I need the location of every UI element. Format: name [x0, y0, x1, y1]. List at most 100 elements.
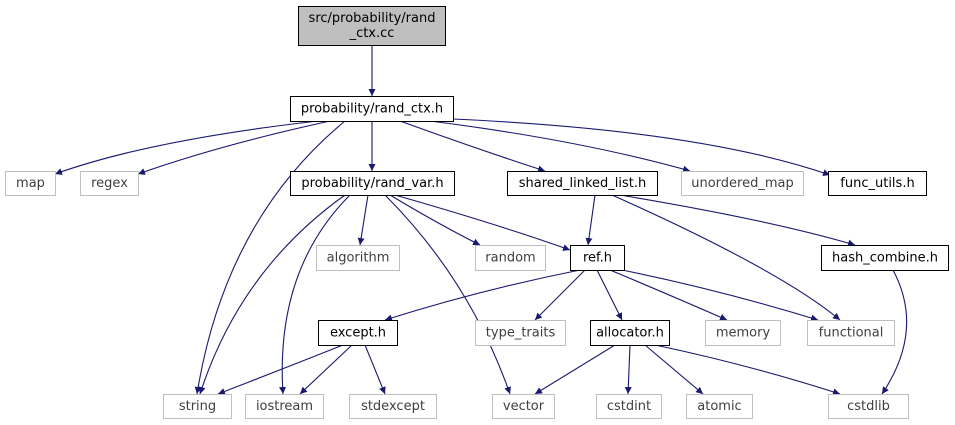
node-label: map — [16, 176, 45, 191]
node-box — [590, 320, 670, 346]
node-box — [492, 394, 555, 419]
node-functional: functional — [807, 320, 895, 346]
edge-hash_combine_h-to-cstdlib — [881, 269, 908, 395]
edge-rand_var_h-to-vector — [384, 194, 511, 395]
node-algorithm: algorithm — [316, 245, 400, 271]
node-label: atomic — [697, 399, 741, 414]
node-box — [475, 245, 546, 271]
node-box — [570, 245, 625, 271]
node-map: map — [5, 171, 56, 196]
node-label: memory — [716, 326, 771, 341]
node-box — [163, 394, 232, 419]
node-vector: vector — [492, 394, 555, 419]
node-cstdlib: cstdlib — [828, 394, 909, 419]
edge-shared_linked_list_h-to-functional — [611, 194, 841, 321]
node-label: shared_linked_list.h — [519, 176, 647, 191]
node-box — [596, 394, 662, 419]
node-label: unordered_map — [691, 176, 794, 191]
node-box — [298, 6, 446, 46]
node-ref-h[interactable]: ref.h — [570, 245, 625, 271]
node-except-h[interactable]: except.h — [318, 320, 398, 346]
node-box — [245, 394, 324, 419]
edge-rand_var_h-to-ref_h — [394, 194, 571, 251]
edge-rand_ctx_h-to-shared_linked_list_h — [399, 120, 546, 173]
node-label: iostream — [256, 399, 313, 414]
node-label: cstdlib — [847, 399, 890, 414]
node-iostream: iostream — [245, 394, 324, 419]
edge-shared_linked_list_h-to-hash_combine_h — [619, 194, 856, 247]
node-label: stdexcept — [361, 399, 425, 414]
edge-allocator_h-to-atomic — [644, 344, 704, 395]
node-memory: memory — [705, 320, 781, 346]
node-cstdint: cstdint — [596, 394, 662, 419]
node-box — [349, 394, 437, 419]
node-box — [316, 245, 400, 271]
node-box — [507, 171, 658, 196]
edge-shared_linked_list_h-to-ref_h — [585, 194, 596, 246]
node-box — [475, 320, 566, 346]
node-label: func_utils.h — [840, 176, 914, 191]
node-label: cstdint — [607, 399, 651, 414]
node-box — [290, 171, 455, 196]
node-label: algorithm — [327, 251, 390, 266]
node-func-utils-h[interactable]: func_utils.h — [828, 171, 927, 196]
edge-rand_ctx_h-to-func_utils_h — [451, 118, 831, 177]
node-stdexcept: stdexcept — [349, 394, 437, 419]
node-type-traits: type_traits — [475, 320, 566, 346]
node-box — [821, 245, 949, 271]
node-label: allocator.h — [596, 326, 664, 341]
node-rand-ctx-h[interactable]: probability/rand_ctx.h — [290, 96, 454, 122]
edge-ref_h-to-except_h — [384, 269, 581, 322]
edge-rand_var_h-to-iostream — [279, 194, 351, 395]
node-label: random — [485, 251, 535, 266]
edge-ref_h-to-allocator_h — [596, 269, 623, 321]
node-label: hash_combine.h — [832, 251, 938, 266]
edge-rand_ctx_h-to-regex — [137, 120, 331, 175]
edges-layer — [54, 45, 908, 396]
edge-ref_h-to-type_traits — [534, 269, 586, 321]
node-label: string — [179, 399, 216, 414]
node-random: random — [475, 245, 546, 271]
node-label: type_traits — [486, 326, 556, 341]
node-root[interactable]: src/probability/rand_ctx.cc — [298, 6, 446, 46]
node-label: except.h — [330, 326, 386, 341]
node-string: string — [163, 394, 232, 419]
node-allocator-h[interactable]: allocator.h — [590, 320, 670, 346]
node-rand-var-h[interactable]: probability/rand_var.h — [290, 171, 455, 196]
node-box — [318, 320, 398, 346]
edge-rand_var_h-to-string — [198, 194, 346, 395]
edge-allocator_h-to-cstdint — [624, 344, 632, 395]
node-unordered-map: unordered_map — [681, 171, 804, 196]
edge-rand_var_h-to-random — [389, 194, 481, 246]
node-atomic: atomic — [686, 394, 753, 419]
node-regex: regex — [80, 171, 139, 196]
edge-rand_ctx_h-to-map — [54, 120, 319, 175]
node-label: ref.h — [583, 251, 612, 266]
node-label: vector — [503, 399, 545, 414]
node-shared-linked-list-h[interactable]: shared_linked_list.h — [507, 171, 658, 196]
node-box — [828, 171, 927, 196]
edge-allocator_h-to-vector — [534, 344, 616, 395]
node-box — [828, 394, 909, 419]
edge-allocator_h-to-cstdlib — [654, 344, 841, 396]
node-hash-combine-h[interactable]: hash_combine.h — [821, 245, 949, 271]
node-box — [290, 96, 454, 122]
nodes-layer: src/probability/rand_ctx.cc probability/r… — [5, 6, 949, 419]
edge-rand_ctx_h-to-unordered_map — [429, 120, 691, 173]
edge-rand_var_h-to-algorithm — [357, 194, 369, 246]
node-label: _ctx.cc — [349, 26, 395, 41]
edge-rand_ctx_h-to-string — [194, 120, 346, 395]
edge-ref_h-to-memory — [609, 269, 728, 321]
edge-except_h-to-string — [217, 344, 344, 395]
node-label: src/probability/rand — [309, 11, 436, 26]
node-box — [705, 320, 781, 346]
node-box — [80, 171, 139, 196]
edge-ref_h-to-functional — [621, 269, 819, 322]
edge-except_h-to-stdexcept — [364, 344, 386, 395]
node-label: functional — [819, 326, 884, 341]
node-box — [5, 171, 56, 196]
node-label: probability/rand_ctx.h — [301, 102, 443, 117]
node-label: regex — [91, 176, 128, 191]
edge-except_h-to-iostream — [299, 344, 353, 395]
